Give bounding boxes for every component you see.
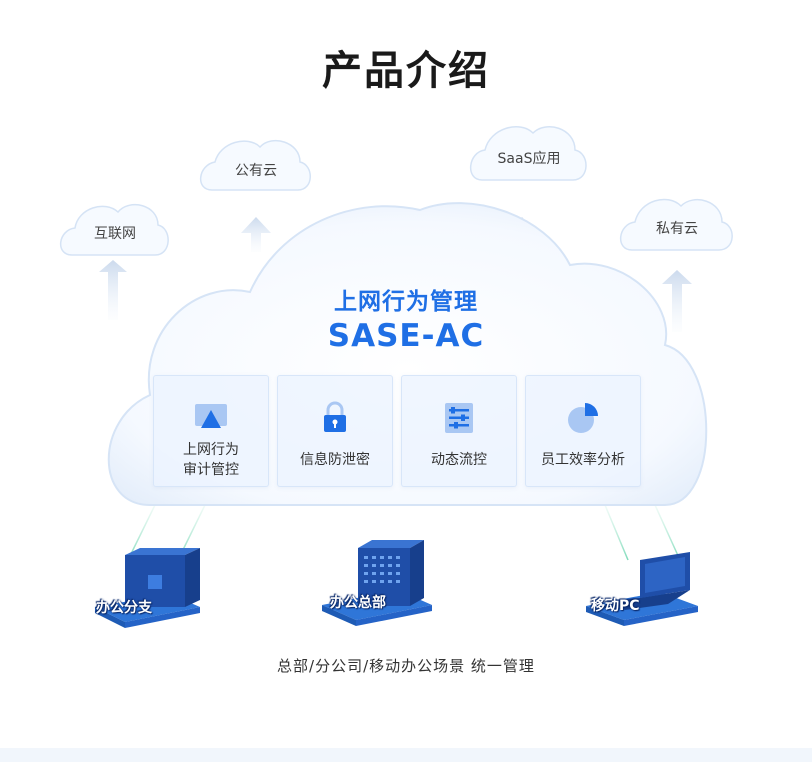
headquarters-illustration [322,540,432,626]
cloud-private-label: 私有云 [656,221,698,237]
site-label-headquarters: 办公总部 [330,595,386,611]
product-code: SASE-AC [327,318,485,354]
cloud-saas-label: SaaS应用 [497,151,561,167]
branch-office-illustration [95,548,200,628]
laptop-illustration [586,552,698,626]
cloud-saas: SaaS应用 [468,126,590,180]
feature-label: 动态流控 [431,452,487,468]
site-label-mobile-pc: 移动PC [591,598,640,614]
feature-label-line2: 审计管控 [183,462,239,478]
monitor-upload-icon [195,404,227,428]
small-clouds [60,125,733,256]
pie-chart-icon [568,403,598,433]
cloud-internet: 互联网 [58,205,172,255]
cloud-public-label: 公有云 [235,163,277,179]
feature-label: 信息防泄密 [300,452,370,468]
bottom-strip [0,748,812,762]
sliders-icon [445,403,473,433]
caption: 总部/分公司/移动办公场景 统一管理 [277,657,535,675]
feature-label: 员工效率分析 [541,452,625,468]
product-name: 上网行为管理 [334,289,478,315]
site-label-branch: 办公分支 [96,600,152,616]
connector-lines [127,504,681,561]
lock-icon [324,401,346,432]
feature-card-audit: 上网行为 审计管控 [153,375,269,487]
cloud-public: 公有云 [198,140,314,190]
cloud-private: 私有云 [618,198,736,250]
cloud-internet-label: 互联网 [94,226,136,242]
feature-card-dlp: 信息防泄密 [277,375,393,487]
feature-card-efficiency: 员工效率分析 [525,375,641,487]
feature-label-line1: 上网行为 [183,442,239,458]
feature-card-traffic: 动态流控 [401,375,517,487]
page-title: 产品介绍 [322,48,490,94]
